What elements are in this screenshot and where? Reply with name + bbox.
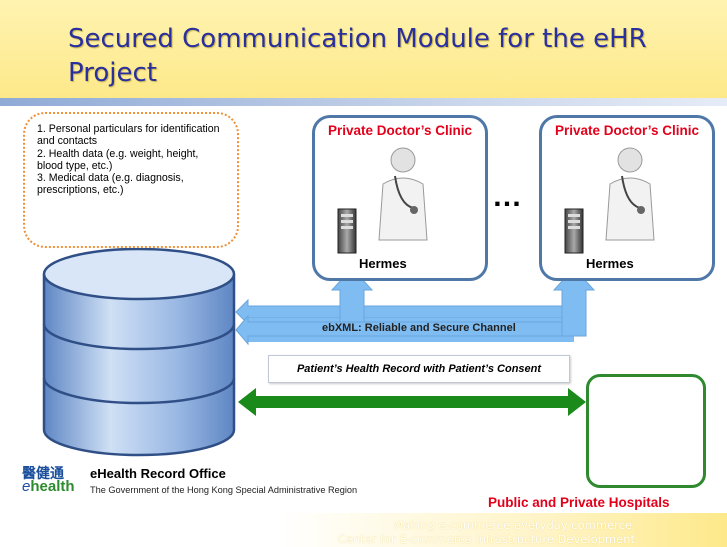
- footer: Making e-commerce everyday commerce Cent…: [0, 513, 727, 547]
- consent-box: Patient’s Health Record with Patient’s C…: [268, 355, 570, 383]
- channel-label: ebXML: Reliable and Secure Channel: [322, 322, 516, 334]
- footer-line-2: Center for E-commerce Infrastructure Dev…: [337, 532, 635, 546]
- clinic-box-1: Private Doctor’s Clinic Hermes: [312, 115, 488, 281]
- data-item-1: 1. Personal particulars for identificati…: [37, 123, 220, 148]
- server-icon: [337, 208, 357, 254]
- hospital-label: Public and Private Hospitals: [488, 495, 670, 510]
- footer-line-1: Making e-commerce everyday commerce: [393, 518, 632, 532]
- ehealth-logo-text: health: [30, 478, 75, 495]
- org-subtitle: The Government of the Hong Kong Special …: [90, 485, 358, 495]
- clinic-title: Private Doctor’s Clinic: [554, 123, 700, 138]
- slide-title: Secured Communication Module for the eHR…: [68, 24, 647, 88]
- doctor-icon: [605, 147, 655, 241]
- org-name: eHealth Record Office: [90, 466, 226, 481]
- title-underline-strip: [0, 98, 727, 106]
- consent-arrow: [238, 388, 586, 416]
- hospital-box: [586, 374, 706, 488]
- clinic-box-2: Private Doctor’s Clinic Hermes: [539, 115, 715, 281]
- data-items-callout: 1. Personal particulars for identificati…: [23, 112, 239, 248]
- data-item-2: 2. Health data (e.g. weight, height, blo…: [37, 147, 199, 172]
- doctor-icon: [378, 147, 428, 241]
- hermes-label: Hermes: [359, 256, 407, 271]
- data-item-3: 3. Medical data (e.g. diagnosis, prescri…: [37, 172, 184, 197]
- ehealth-logo-prefix: e: [22, 478, 31, 495]
- consent-label: Patient’s Health Record with Patient’s C…: [296, 363, 542, 375]
- database-icon: [42, 247, 236, 457]
- hermes-label: Hermes: [586, 256, 634, 271]
- title-band: [0, 0, 727, 99]
- ehealth-logo: ehealth: [22, 478, 75, 495]
- clinic-title: Private Doctor’s Clinic: [327, 123, 473, 138]
- more-clinics-ellipsis: …: [492, 180, 523, 213]
- server-icon: [564, 208, 584, 254]
- ehealth-logo-chinese: 醫健通: [22, 466, 64, 482]
